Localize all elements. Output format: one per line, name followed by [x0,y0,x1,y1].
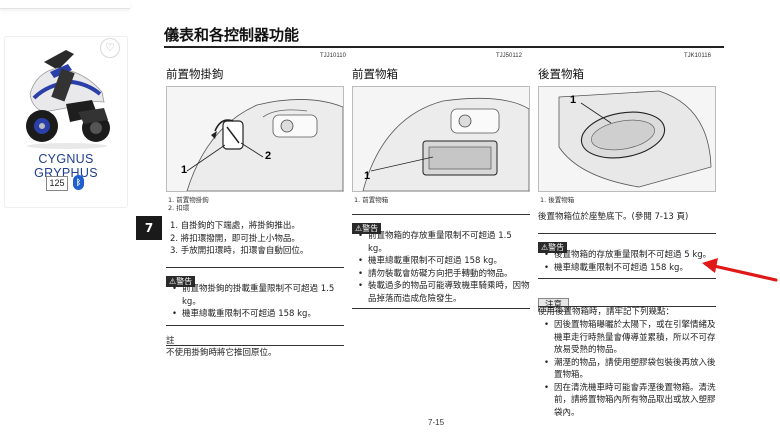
front-box-warning-list: 前置物箱的存放重量限制不可超過 1.5 kg。 機車總載重限制不可超過 158 … [356,230,530,305]
warning-triangle-icon: ⚠ [541,243,549,252]
section-code: TJJ50112 [496,53,522,59]
section-heading-rear-box: 後置物箱 [538,67,584,81]
callout-1: 1 [364,170,371,182]
hook-warning-list: 前置物掛鉤的掛載重量限制不可超過 1.5 kg。 機車總載重限制不可超過 158… [170,283,346,321]
heart-icon[interactable]: ♡ [100,38,120,58]
warning-label: 警告 [362,224,379,233]
warning-rule [352,214,530,215]
bluetooth-icon: ᛒ [73,175,84,190]
callout-1: 1 [570,94,577,106]
warning-item: 請勿裝載會妨礙方向把手轉動的物品。 [356,268,530,281]
rear-box-warning-list: 後置物箱的存放重量限制不可超過 5 kg。 機車總載重限制不可超過 158 kg… [542,249,718,274]
notice-intro: 使用後置物箱時，請牢記下列幾點： [538,307,675,317]
front-box-illustration [353,87,530,192]
warning-item: 前置物箱的存放重量限制不可超過 1.5 kg。 [356,230,530,255]
notice-list: 因後置物箱曝曬於太陽下，或在引擎情緒及機車走行時熱量會傳導並累積，所以不可存放易… [542,319,716,419]
section-code: TJK10116 [684,53,711,59]
notice-badge: 注意 [538,292,570,312]
step: 3. 手放開扣環時，扣環會自動回位。 [170,246,309,256]
warning-item: 後置物箱的存放重量限制不可超過 5 kg。 [542,249,718,262]
displacement-badge: 125 [46,176,68,191]
warning-item: 前置物掛鉤的掛載重量限制不可超過 1.5 kg。 [170,283,346,308]
figure-caption: 1. 前置物箱 [354,196,389,204]
warning-item: 機車總載重限制不可超過 158 kg。 [170,308,346,321]
rear-box-intro: 後置物箱位於座墊底下。(參閱 7-13 頁) [538,212,689,222]
page-number: 7-15 [428,418,445,427]
figure-caption: 1. 後置物箱 [540,196,575,204]
hook-steps: 1. 自掛鉤的下端處，將掛鉤推出。 2. 將扣環撥開，即可掛上小物品。 3. 手… [170,220,308,258]
note-text: 不使用掛鉤時將它推回原位。 [166,348,277,358]
section-heading-front-box: 前置物箱 [352,67,398,81]
page-title: 儀表和各控制器功能 [164,26,300,44]
note-rule [166,345,344,346]
scooter-image [26,50,110,149]
warning-item: 機車總載重限制不可超過 158 kg。 [356,255,530,268]
rear-box-figure [538,86,716,192]
front-hook-figure [166,86,344,192]
warning-label: 警告 [548,243,565,252]
product-card[interactable]: ♡ CYGNUS GRYPHUS 125 ᛒ [0,0,130,214]
warning-rule [538,233,716,234]
warning-badge: ⚠警告 [352,216,382,235]
notice-label: 注意 [538,298,570,312]
warning-item: 裝載過多的物品可能導致機車騎乘時，因物品掉落而造成危險發生。 [356,280,530,305]
front-box-figure [352,86,530,192]
warning-badge: ⚠警告 [166,269,196,288]
step: 1. 自掛鉤的下端處，將掛鉤推出。 [170,221,300,231]
section-code: TJJ10110 [320,53,346,59]
warning-label: 警告 [176,277,193,286]
rear-box-illustration [539,87,715,191]
warning-end-rule [352,308,530,309]
notice-item: 因後置物箱曝曬於太陽下，或在引擎情緒及機車走行時熱量會傳導並累積，所以不可存放易… [542,319,716,357]
warning-item: 機車總載重限制不可超過 158 kg。 [542,262,718,275]
front-hook-illustration [167,87,344,192]
red-annotation-arrow [702,258,778,282]
notice-item: 因在清洗機車時可能會弄溼後置物箱。清洗前，請將置物箱內所有物品取出或放入塑膠袋內… [542,382,716,420]
warning-badge: ⚠警告 [538,235,568,254]
warning-end-rule [166,325,344,326]
warning-end-rule [538,278,716,279]
callout-2: 2 [265,150,272,162]
warning-triangle-icon: ⚠ [355,224,363,233]
chapter-tab: 7 [136,216,162,240]
caption-line: 1. 前置物掛鉤 [168,196,209,204]
notice-item: 潮溼的物品，請使用塑膠袋包裝後再放入後置物箱。 [542,357,716,382]
card-top-strip [0,0,130,9]
figure-caption: 1. 前置物掛鉤 2. 扣環 [168,196,209,212]
note-label: 註 [166,336,175,346]
section-heading-front-hook: 前置物掛鉤 [166,67,224,81]
callout-1: 1 [181,164,188,176]
warning-triangle-icon: ⚠ [169,277,177,286]
caption-line: 2. 扣環 [168,204,190,212]
notice-rule [538,306,716,307]
step: 2. 將扣環撥開，即可掛上小物品。 [170,233,300,244]
warning-rule [166,267,344,268]
title-divider [164,46,724,48]
